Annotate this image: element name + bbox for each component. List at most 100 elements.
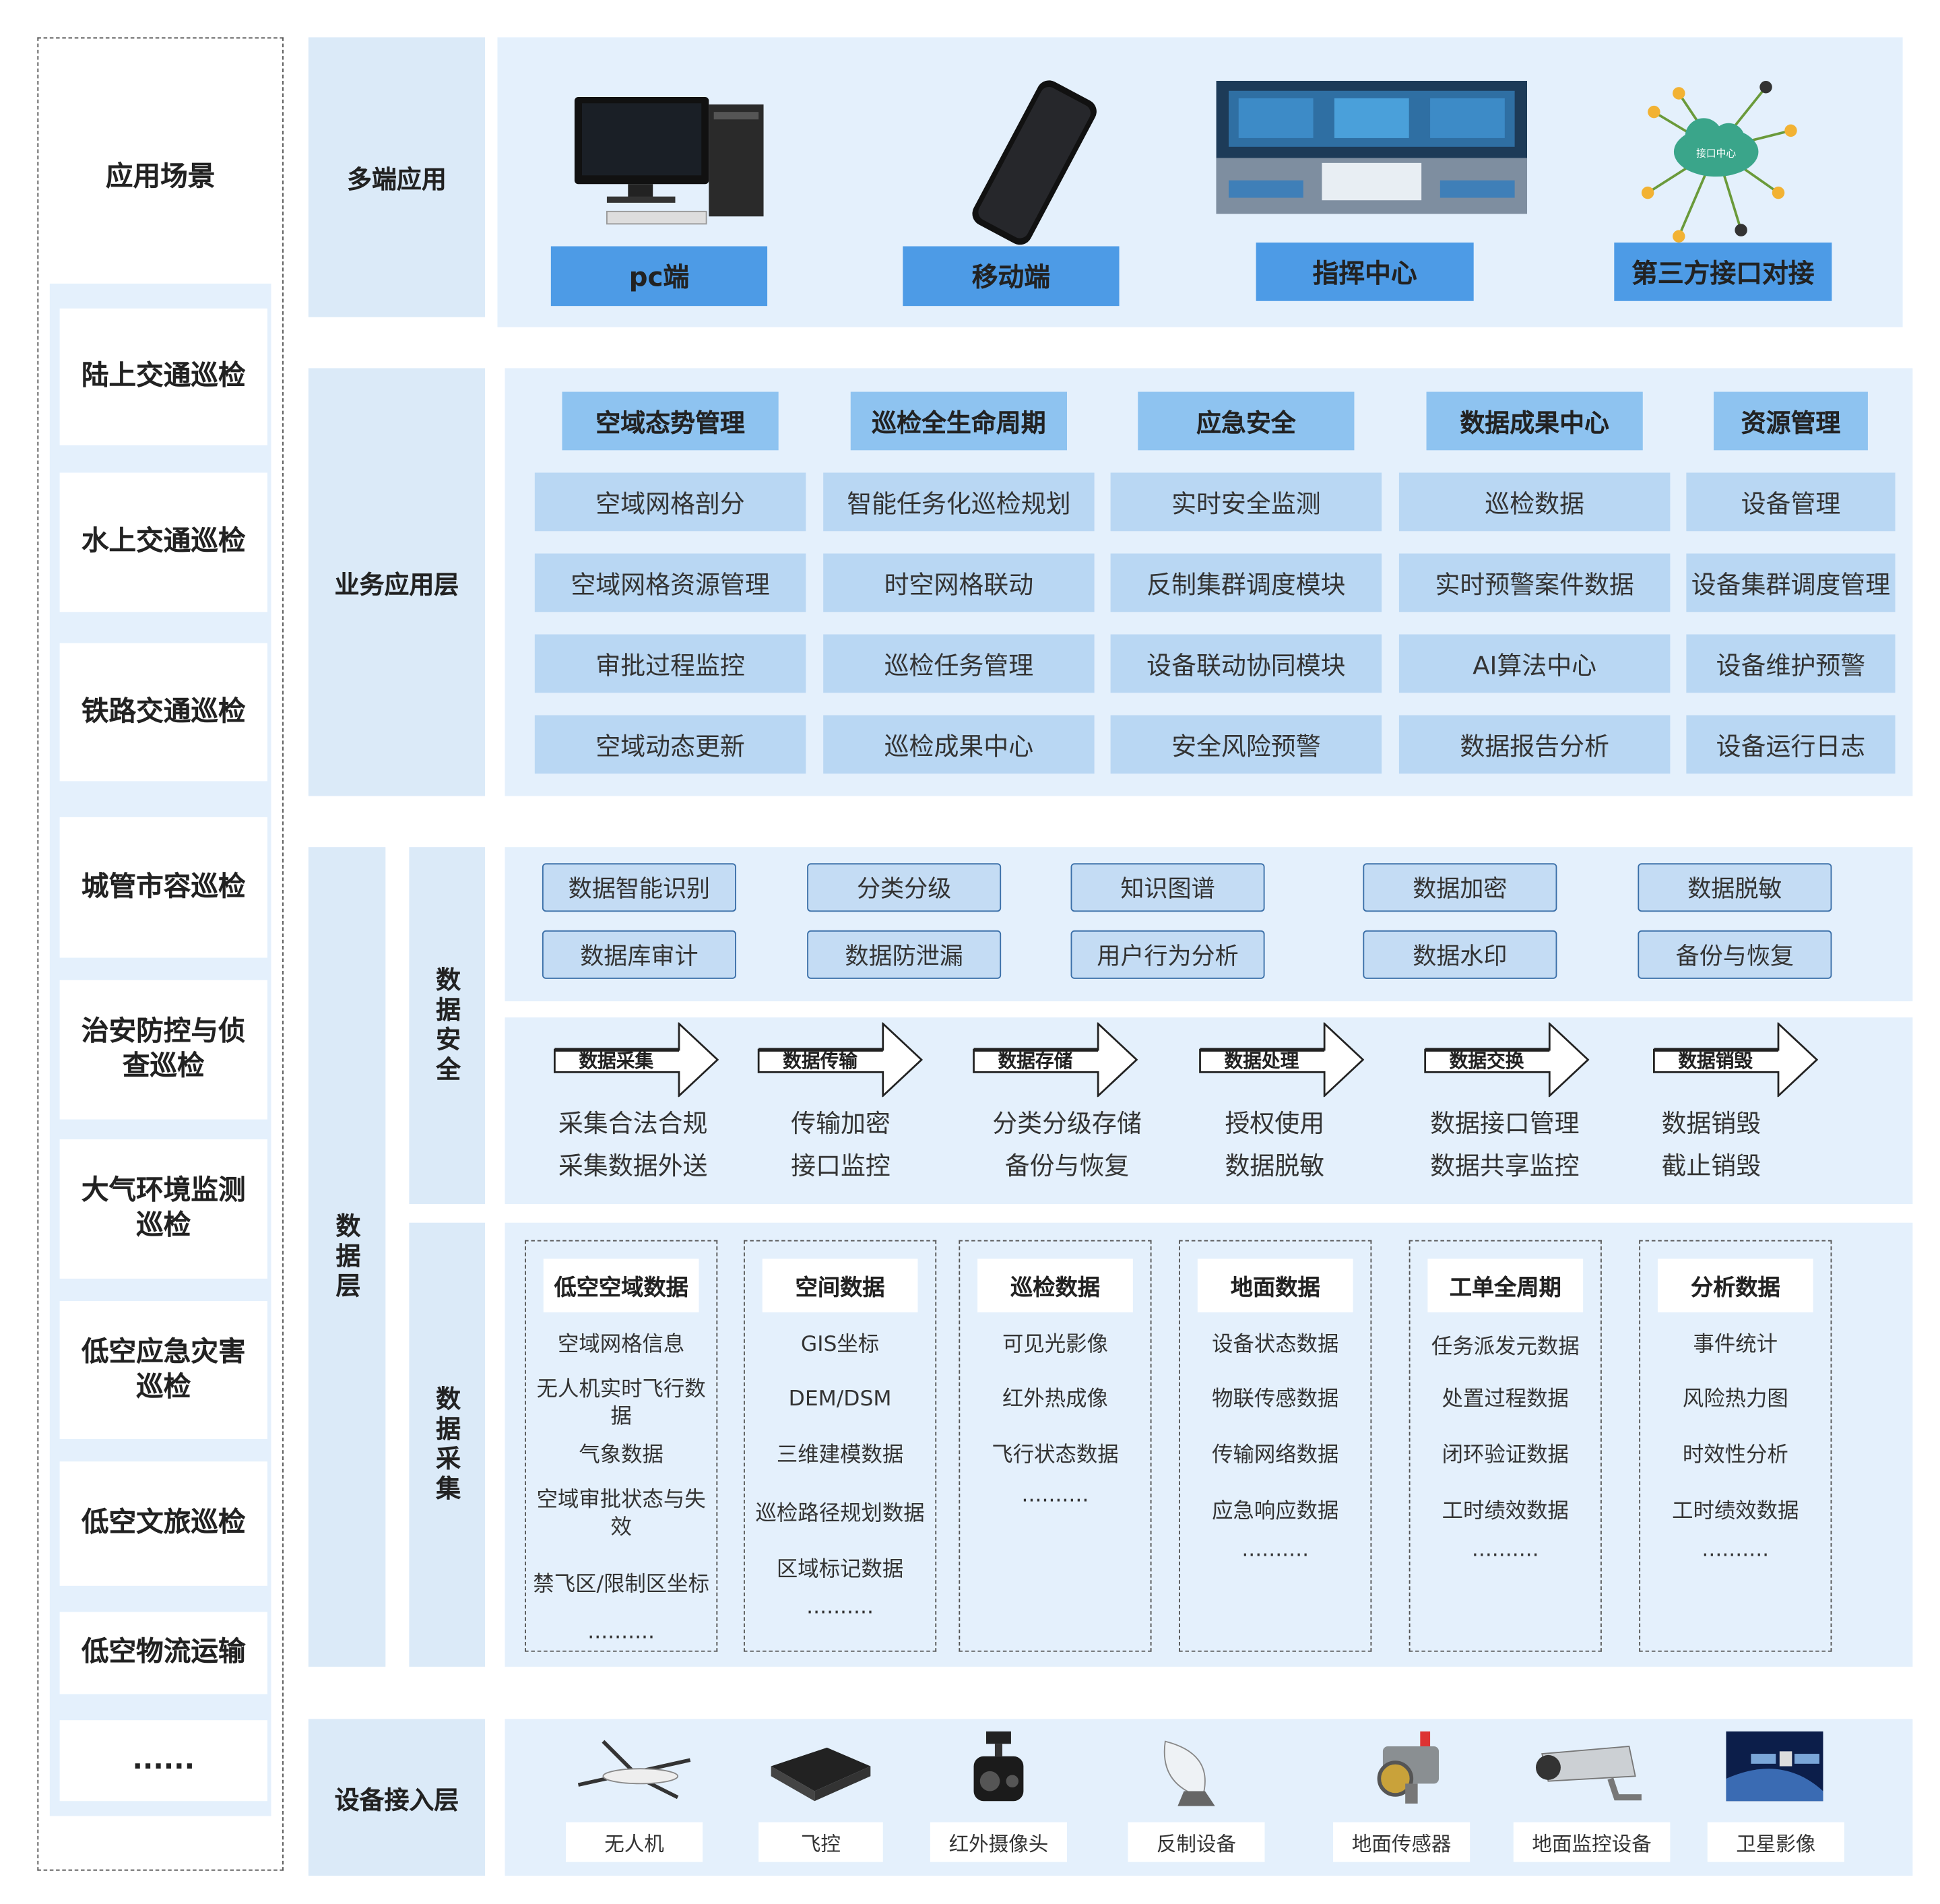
smartphone-icon <box>972 80 1097 245</box>
satellite-dish-icon <box>1163 1740 1215 1806</box>
security-function-button[interactable]: 备份与恢复 <box>1638 930 1832 979</box>
lifecycle-stage-label: 数据处理 <box>1224 1049 1299 1072</box>
lifecycle-stage-label: 数据传输 <box>783 1049 858 1072</box>
data-category-item: .......... <box>1021 1482 1089 1508</box>
pc-terminal-button[interactable]: pc端 <box>550 246 768 307</box>
security-function-button[interactable]: 数据防泄漏 <box>807 930 1002 979</box>
lifecycle-stage-label: 数据存储 <box>998 1049 1073 1072</box>
lifecycle-arrow-icon <box>1652 1022 1819 1098</box>
business-module-item[interactable]: 设备集群调度管理 <box>1686 553 1896 612</box>
data-category-item: .......... <box>1702 1537 1770 1562</box>
scenario-item[interactable]: 城管市容巡检 <box>59 817 267 958</box>
data-category-item: GIS坐标 <box>800 1332 880 1358</box>
lifecycle-arrow-icon <box>757 1022 923 1098</box>
business-module-item[interactable]: 反制集群调度模块 <box>1110 553 1382 612</box>
business-module-item[interactable]: 巡检成果中心 <box>823 715 1095 774</box>
business-module-item[interactable]: 空域动态更新 <box>534 715 806 774</box>
business-module-item[interactable]: 安全风险预警 <box>1110 715 1382 774</box>
mobile-terminal-button[interactable]: 移动端 <box>903 246 1120 307</box>
surveillance-camera-icon <box>1535 1746 1642 1801</box>
flight-controller-icon <box>771 1747 871 1802</box>
scenario-item[interactable]: 陆上交通巡检 <box>59 308 267 445</box>
interface-cloud-icon: 接口中心 <box>1641 80 1797 243</box>
data-category-frame <box>743 1240 937 1652</box>
security-function-button[interactable]: 用户行为分析 <box>1070 930 1265 979</box>
lifecycle-measure-text: 数据共享监控 <box>1430 1150 1580 1180</box>
lifecycle-measure-text: 采集合法合规 <box>558 1108 708 1139</box>
security-function-button[interactable]: 知识图谱 <box>1070 863 1265 912</box>
data-category-frame <box>1639 1240 1832 1652</box>
data-category-item: 物联传感数据 <box>1212 1387 1339 1412</box>
device-label: 红外摄像头 <box>930 1822 1067 1862</box>
data-category-item: 区域标记数据 <box>776 1557 904 1583</box>
business-column-header[interactable]: 资源管理 <box>1713 391 1868 451</box>
business-module-item[interactable]: 时空网格联动 <box>823 553 1095 612</box>
business-module-item[interactable]: 数据报告分析 <box>1398 715 1671 774</box>
security-function-button[interactable]: 数据水印 <box>1363 930 1557 979</box>
security-function-button[interactable]: 数据加密 <box>1363 863 1557 912</box>
data-category-header: 分析数据 <box>1657 1259 1813 1312</box>
device-label: 无人机 <box>565 1822 703 1862</box>
scenario-item[interactable]: 大气环境监测巡检 <box>59 1139 267 1279</box>
data-category-item: .......... <box>587 1619 655 1645</box>
device-layer-label: 设备接入层 <box>308 1719 485 1876</box>
command-center-icon <box>1216 80 1528 214</box>
business-module-item[interactable]: 设备维护预警 <box>1686 634 1896 693</box>
security-function-button[interactable]: 数据智能识别 <box>542 863 736 912</box>
device-label: 地面监控设备 <box>1513 1822 1671 1862</box>
scenario-item[interactable]: 铁路交通巡检 <box>59 643 267 782</box>
lifecycle-measure-text: 传输加密 <box>791 1108 891 1139</box>
business-module-item[interactable]: 审批过程监控 <box>534 634 806 693</box>
data-category-item: 闭环验证数据 <box>1442 1442 1569 1468</box>
scenario-item[interactable]: 治安防控与侦查巡检 <box>59 980 267 1120</box>
scenario-item[interactable]: ...... <box>59 1720 267 1802</box>
business-module-item[interactable]: 设备联动协同模块 <box>1110 634 1382 693</box>
scenario-item[interactable]: 水上交通巡检 <box>59 472 267 612</box>
scenario-frame <box>37 37 284 1871</box>
lifecycle-measure-text: 截止销毁 <box>1661 1150 1761 1180</box>
lifecycle-measure-text: 数据脱敏 <box>1225 1150 1325 1180</box>
business-module-item[interactable]: 巡检任务管理 <box>823 634 1095 693</box>
business-module-item[interactable]: 实时预警案件数据 <box>1398 553 1671 612</box>
data-category-item: 设备状态数据 <box>1212 1332 1339 1358</box>
business-module-item[interactable]: 空域网格资源管理 <box>534 553 806 612</box>
data-category-item: 禁飞区/限制区坐标 <box>533 1572 709 1597</box>
device-label: 地面传感器 <box>1333 1822 1470 1862</box>
lifecycle-measure-text: 数据销毁 <box>1661 1108 1761 1139</box>
business-column-header[interactable]: 应急安全 <box>1138 391 1355 451</box>
security-function-button[interactable]: 分类分级 <box>807 863 1002 912</box>
lifecycle-measure-text: 分类分级存储 <box>992 1108 1142 1139</box>
lifecycle-arrow-icon <box>973 1022 1138 1098</box>
device-label: 卫星影像 <box>1707 1822 1844 1862</box>
data-category-item: DEM/DSM <box>788 1387 892 1412</box>
business-column-header[interactable]: 数据成果中心 <box>1426 391 1643 451</box>
command-center-button[interactable]: 指挥中心 <box>1256 242 1474 301</box>
scenario-item[interactable]: 低空物流运输 <box>59 1612 267 1694</box>
business-column-header[interactable]: 巡检全生命周期 <box>850 391 1067 451</box>
data-security-label: 数据安全 <box>409 847 485 1205</box>
business-module-item[interactable]: 巡检数据 <box>1398 472 1671 532</box>
data-category-item: 红外热成像 <box>1002 1387 1108 1412</box>
third-party-interface-button[interactable]: 第三方接口对接 <box>1614 242 1832 301</box>
scenario-item[interactable]: 低空应急灾害巡检 <box>59 1301 267 1439</box>
business-module-item[interactable]: 设备管理 <box>1686 472 1896 532</box>
data-category-item: 处置过程数据 <box>1442 1387 1569 1412</box>
security-function-button[interactable]: 数据库审计 <box>542 930 736 979</box>
device-label: 飞控 <box>758 1822 883 1862</box>
business-column-header[interactable]: 空域态势管理 <box>562 391 779 451</box>
business-module-item[interactable]: AI算法中心 <box>1398 634 1671 693</box>
business-module-item[interactable]: 实时安全监测 <box>1110 472 1382 532</box>
data-category-item: 风险热力图 <box>1682 1387 1788 1412</box>
data-category-frame <box>959 1240 1152 1652</box>
business-layer-label: 业务应用层 <box>308 368 485 796</box>
scenario-item[interactable]: 低空文旅巡检 <box>59 1461 267 1586</box>
data-category-item: 任务派发元数据 <box>1431 1334 1580 1360</box>
business-module-item[interactable]: 空域网格剖分 <box>534 472 806 532</box>
business-module-item[interactable]: 设备运行日志 <box>1686 715 1896 774</box>
data-category-item: 空域网格信息 <box>557 1332 685 1358</box>
data-category-item: 时效性分析 <box>1682 1442 1788 1468</box>
business-module-item[interactable]: 智能任务化巡检规划 <box>823 472 1095 532</box>
lifecycle-arrow-icon <box>1424 1022 1590 1098</box>
security-function-button[interactable]: 数据脱敏 <box>1638 863 1832 912</box>
